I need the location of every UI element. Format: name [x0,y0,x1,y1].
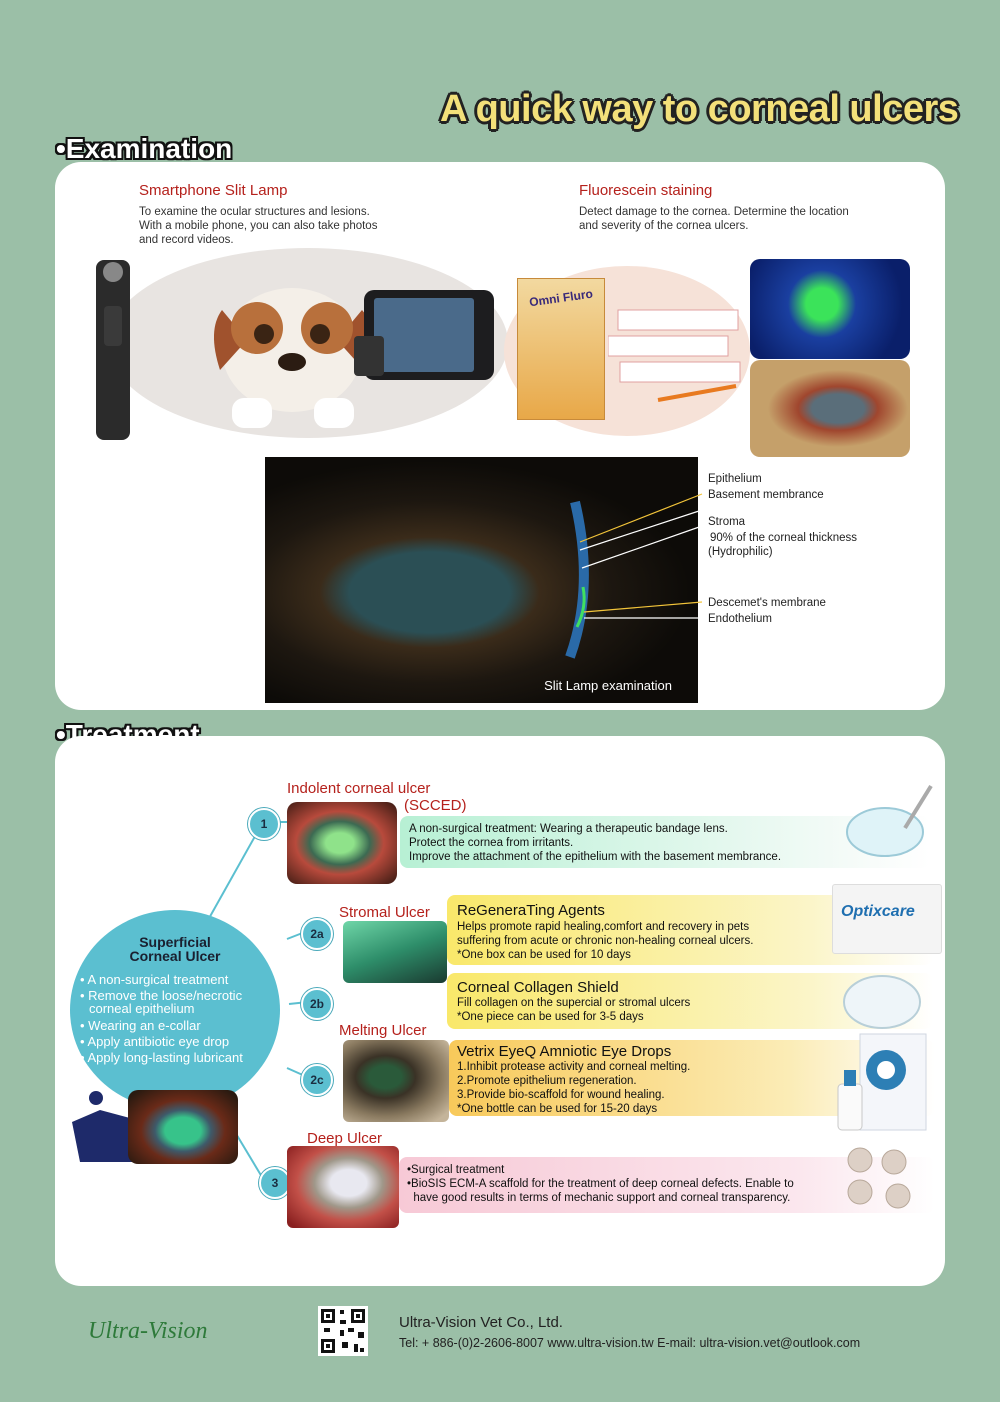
company-name: Ultra-Vision Vet Co., Ltd. [399,1314,563,1331]
indolent-title: Indolent corneal ulcer [287,780,431,797]
stromal-box-title: ReGeneraTing Agents [457,902,605,919]
dog-eyedrop-icon [72,1091,134,1162]
melting-box-title: Vetrix EyeQ Amniotic Eye Drops [457,1043,672,1060]
layer-pointer-lines [579,493,703,619]
deep-box [399,1157,935,1213]
melting-title: Melting Ulcer [339,1022,427,1039]
examination-heading: •Examination [56,133,233,164]
slit-lamp-desc: To examine the ocular structures and les… [139,206,378,246]
indolent-box [400,816,930,868]
fluorescein-strips [608,309,741,402]
melting-eye-photo [343,1040,449,1122]
deep-eye-photo [287,1146,399,1228]
node-2c: 2c [301,1064,333,1096]
node-1: 1 [248,808,280,840]
stromal-eye-photo [343,921,447,983]
collagen-box-title: Corneal Collagen Shield [457,979,619,996]
collagen-shield-icon [843,975,921,1029]
ulcer-eye-photo [750,360,910,457]
node-2b: 2b [301,988,333,1020]
optixcare-box: Optixcare [832,884,942,954]
melting-text: 1.Inhibit protease activity and corneal … [457,1061,691,1115]
eye-drops-product-icon [837,1033,927,1131]
layer-labels: Epithelium Basement membrance Stroma 90%… [708,473,858,625]
stromal-title: Stromal Ulcer [339,904,430,921]
indolent-text: A non-surgical treatment: Wearing a ther… [409,823,782,863]
slit-lamp-exam-photo: Slit Lamp examination [265,457,698,703]
bandage-lens-icon [846,784,933,857]
fluorescein-desc: Detect damage to the cornea. Determine t… [579,206,849,232]
superficial-ulcer-circle [70,910,280,1110]
company-contact: Tel: + 886-(0)2-2606-8007 www.ultra-visi… [399,1336,861,1350]
deep-title: Deep Ulcer [307,1130,383,1147]
slit-lamp-title: Smartphone Slit Lamp [139,182,288,199]
omni-fluro-box: Omni Fluro [517,278,605,420]
deep-text: •Surgical treatment •BioSIS ECM-A scaffo… [407,1164,794,1204]
page-title: A quick way to corneal ulcers [440,88,959,130]
superficial-eye-photo [128,1090,238,1164]
ultra-vision-logo: Ultra-Vision [88,1318,208,1344]
slit-lamp-illustration [96,260,494,440]
superficial-title: Superficial Corneal Ulcer [129,934,221,964]
superficial-list: • A non-surgical treatment • Remove the … [80,972,243,1065]
stromal-text: Helps promote rapid healing,comfort and … [457,921,754,961]
qr-code [318,1306,368,1356]
slit-lamp-caption: Slit Lamp examination [544,678,672,693]
collagen-text: Fill collagen on the supercial or stroma… [457,997,691,1023]
biosis-scaffold-icon [847,1147,911,1209]
node-3: 3 [259,1167,291,1199]
indolent-subtitle: (SCCED) [404,797,467,814]
fluorescein-title: Fluorescein staining [579,182,713,199]
fluorescein-stained-eye-photo [750,259,910,359]
indolent-eye-photo [287,802,397,884]
node-2a: 2a [301,918,333,950]
